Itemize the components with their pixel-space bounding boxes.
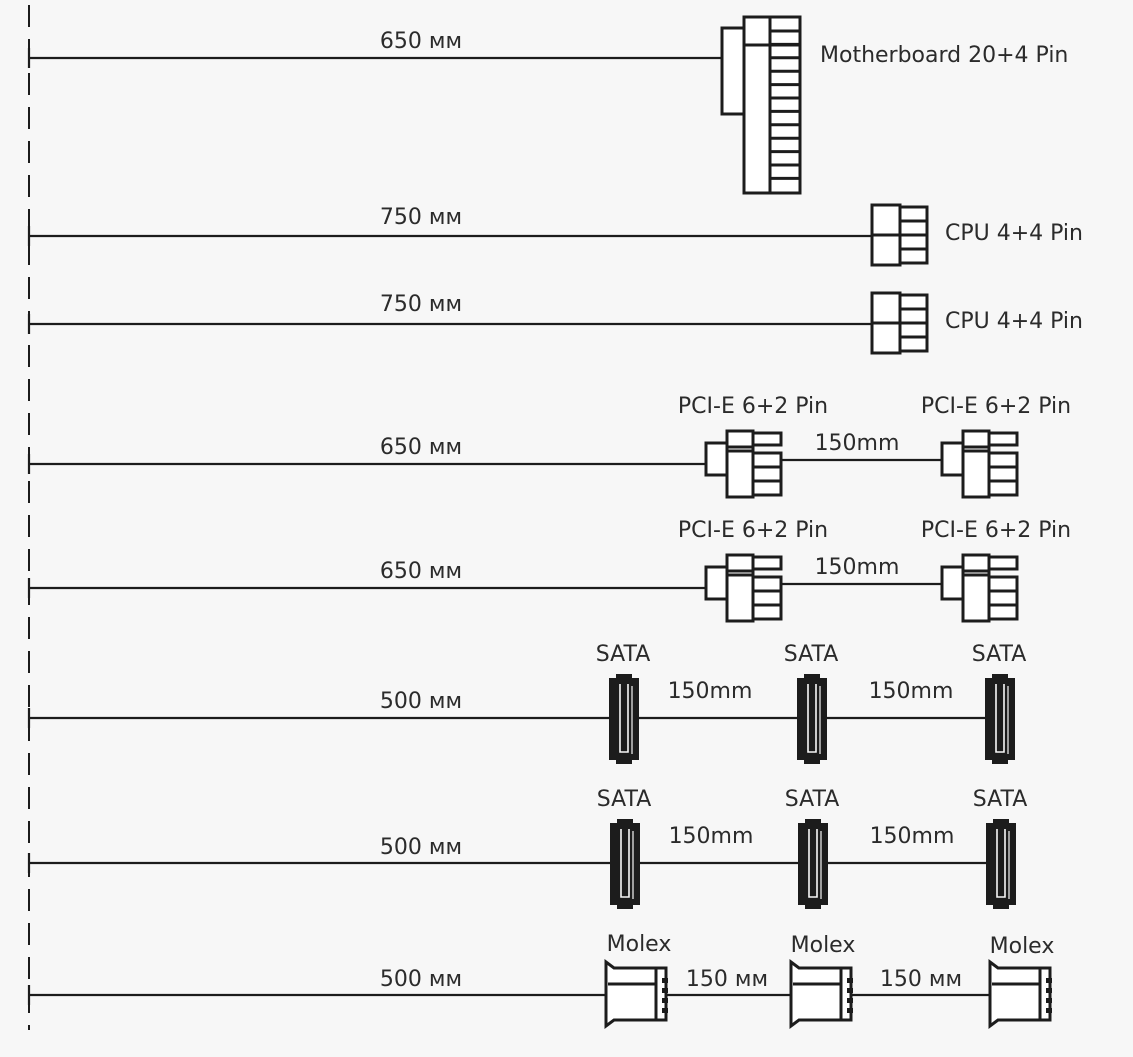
segment-length-label: 150mm: [869, 679, 954, 704]
molex-connector: [604, 959, 668, 1029]
connector-label: PCI-E 6+2 Pin: [678, 518, 828, 543]
cable-sata-1: 500 мм 150mm 150mm SATA SATA SATA: [27, 642, 1027, 764]
cable-cpu-2: 750 мм CPU 4+4 Pin: [27, 291, 1083, 355]
connector-label: SATA: [784, 642, 839, 667]
cable-length-label: 500 мм: [380, 689, 462, 714]
pcie-connector: [940, 553, 1019, 623]
segment-length-label: 150mm: [668, 679, 753, 704]
cable-length-label: 650 мм: [380, 559, 462, 584]
cable-sata-2: 500 мм 150mm 150mm SATA SATA SATA: [27, 787, 1028, 909]
sata-connector: [985, 674, 1015, 764]
cable-length-label: 500 мм: [380, 835, 462, 860]
cable-cpu-1: 750 мм CPU 4+4 Pin: [27, 203, 1083, 267]
connector-label: CPU 4+4 Pin: [945, 221, 1083, 246]
connector-label: PCI-E 6+2 Pin: [921, 518, 1071, 543]
segment-length-label: 150mm: [669, 824, 754, 849]
sata-connector: [610, 819, 640, 909]
pcie-connector: [704, 429, 783, 499]
cpu-connector: [870, 203, 929, 267]
motherboard-connector: [720, 15, 802, 195]
connector-label: CPU 4+4 Pin: [945, 309, 1083, 334]
connector-label: PCI-E 6+2 Pin: [678, 394, 828, 419]
cable-length-label: 750 мм: [380, 205, 462, 230]
sata-connector: [986, 819, 1016, 909]
cable-pcie-2: 650 мм 150mm PCI-E 6+2 Pin PCI-E 6+2 Pin: [27, 518, 1071, 623]
cpu-connector: [870, 291, 929, 355]
sata-connector: [798, 819, 828, 909]
cable-molex: 500 мм 150 мм 150 мм Molex Molex Molex: [27, 932, 1055, 1029]
cable-motherboard: 650 мм Motherboard 20+4 Pin: [27, 15, 1068, 195]
segment-length-label: 150mm: [815, 431, 900, 456]
molex-connector: [988, 959, 1052, 1029]
cable-length-label: 750 мм: [380, 292, 462, 317]
connector-label: PCI-E 6+2 Pin: [921, 394, 1071, 419]
connector-label: Motherboard 20+4 Pin: [820, 43, 1068, 68]
connector-label: SATA: [596, 642, 651, 667]
segment-length-label: 150mm: [870, 824, 955, 849]
cable-length-label: 650 мм: [380, 435, 462, 460]
sata-connector: [609, 674, 639, 764]
pcie-connector: [704, 553, 783, 623]
connector-label: SATA: [597, 787, 652, 812]
cable-pcie-1: 650 мм 150mm PCI-E 6+2 Pin PCI-E 6+2 Pin: [27, 394, 1071, 499]
connector-label: SATA: [972, 642, 1027, 667]
molex-connector: [789, 959, 853, 1029]
cable-length-label: 500 мм: [380, 967, 462, 992]
segment-length-label: 150mm: [815, 555, 900, 580]
segment-length-label: 150 мм: [686, 967, 768, 992]
connector-label: SATA: [785, 787, 840, 812]
pcie-connector: [940, 429, 1019, 499]
sata-connector: [797, 674, 827, 764]
connector-label: SATA: [973, 787, 1028, 812]
connector-label: Molex: [791, 933, 856, 958]
segment-length-label: 150 мм: [880, 967, 962, 992]
connector-label: Molex: [607, 932, 672, 957]
connector-label: Molex: [990, 934, 1055, 959]
cable-length-label: 650 мм: [380, 29, 462, 54]
